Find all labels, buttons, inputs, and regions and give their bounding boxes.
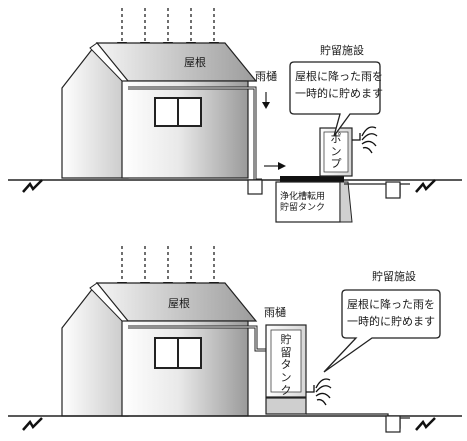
speech-bubble-top bbox=[289, 61, 381, 137]
bubble-line1-bottom: 屋根に降った雨を bbox=[347, 298, 435, 311]
tank-label-top: 浄化槽転用 貯留タンク bbox=[280, 192, 325, 214]
house-top bbox=[61, 41, 262, 182]
pump-cabinet-top bbox=[319, 127, 353, 177]
ground-top bbox=[8, 179, 462, 193]
bubble-line2-bottom: 一時的に貯めます bbox=[347, 315, 435, 329]
storage-tank-bottom bbox=[265, 324, 307, 398]
underground-tank-top bbox=[275, 181, 353, 223]
facility-label-bottom: 貯留施設 bbox=[372, 270, 416, 283]
tank-line1-top: 浄化槽転用 bbox=[280, 192, 326, 202]
roof-label-top: 屋根 bbox=[184, 56, 206, 69]
water-spray-icon-bottom bbox=[306, 378, 332, 406]
gutter-label-top: 雨樋 bbox=[255, 70, 277, 83]
drain-pit-top bbox=[385, 181, 401, 199]
down-arrow-top bbox=[262, 92, 270, 109]
house-bottom bbox=[61, 281, 266, 417]
bubble-text-top: 屋根に降った雨を 一時的に貯めます bbox=[295, 68, 383, 102]
manhole-lid-top bbox=[280, 176, 344, 182]
tank-label-bottom: 貯留タンク bbox=[280, 333, 292, 397]
bottom-scene bbox=[8, 246, 462, 433]
drain-pit-bottom bbox=[385, 415, 401, 433]
pump-label-top: ポンプ bbox=[330, 132, 342, 171]
bubble-line1-top: 屋根に降った雨を bbox=[295, 70, 383, 83]
roof-label-bottom: 屋根 bbox=[168, 297, 190, 310]
gutter-label-bottom: 雨樋 bbox=[264, 306, 286, 319]
tank-line2-top: 貯留タンク bbox=[280, 202, 326, 213]
speech-bubble-bottom bbox=[323, 289, 441, 373]
top-scene bbox=[8, 8, 462, 223]
facility-label-top: 貯留施設 bbox=[320, 44, 364, 57]
water-spray-icon-top bbox=[352, 126, 378, 154]
inlet-box-top bbox=[247, 179, 263, 195]
tank-base-bottom bbox=[265, 397, 307, 415]
bubble-line2-top: 一時的に貯めます bbox=[295, 87, 383, 101]
flow-arrow-top bbox=[264, 162, 286, 170]
bubble-text-bottom: 屋根に降った雨を 一時的に貯めます bbox=[346, 296, 436, 330]
